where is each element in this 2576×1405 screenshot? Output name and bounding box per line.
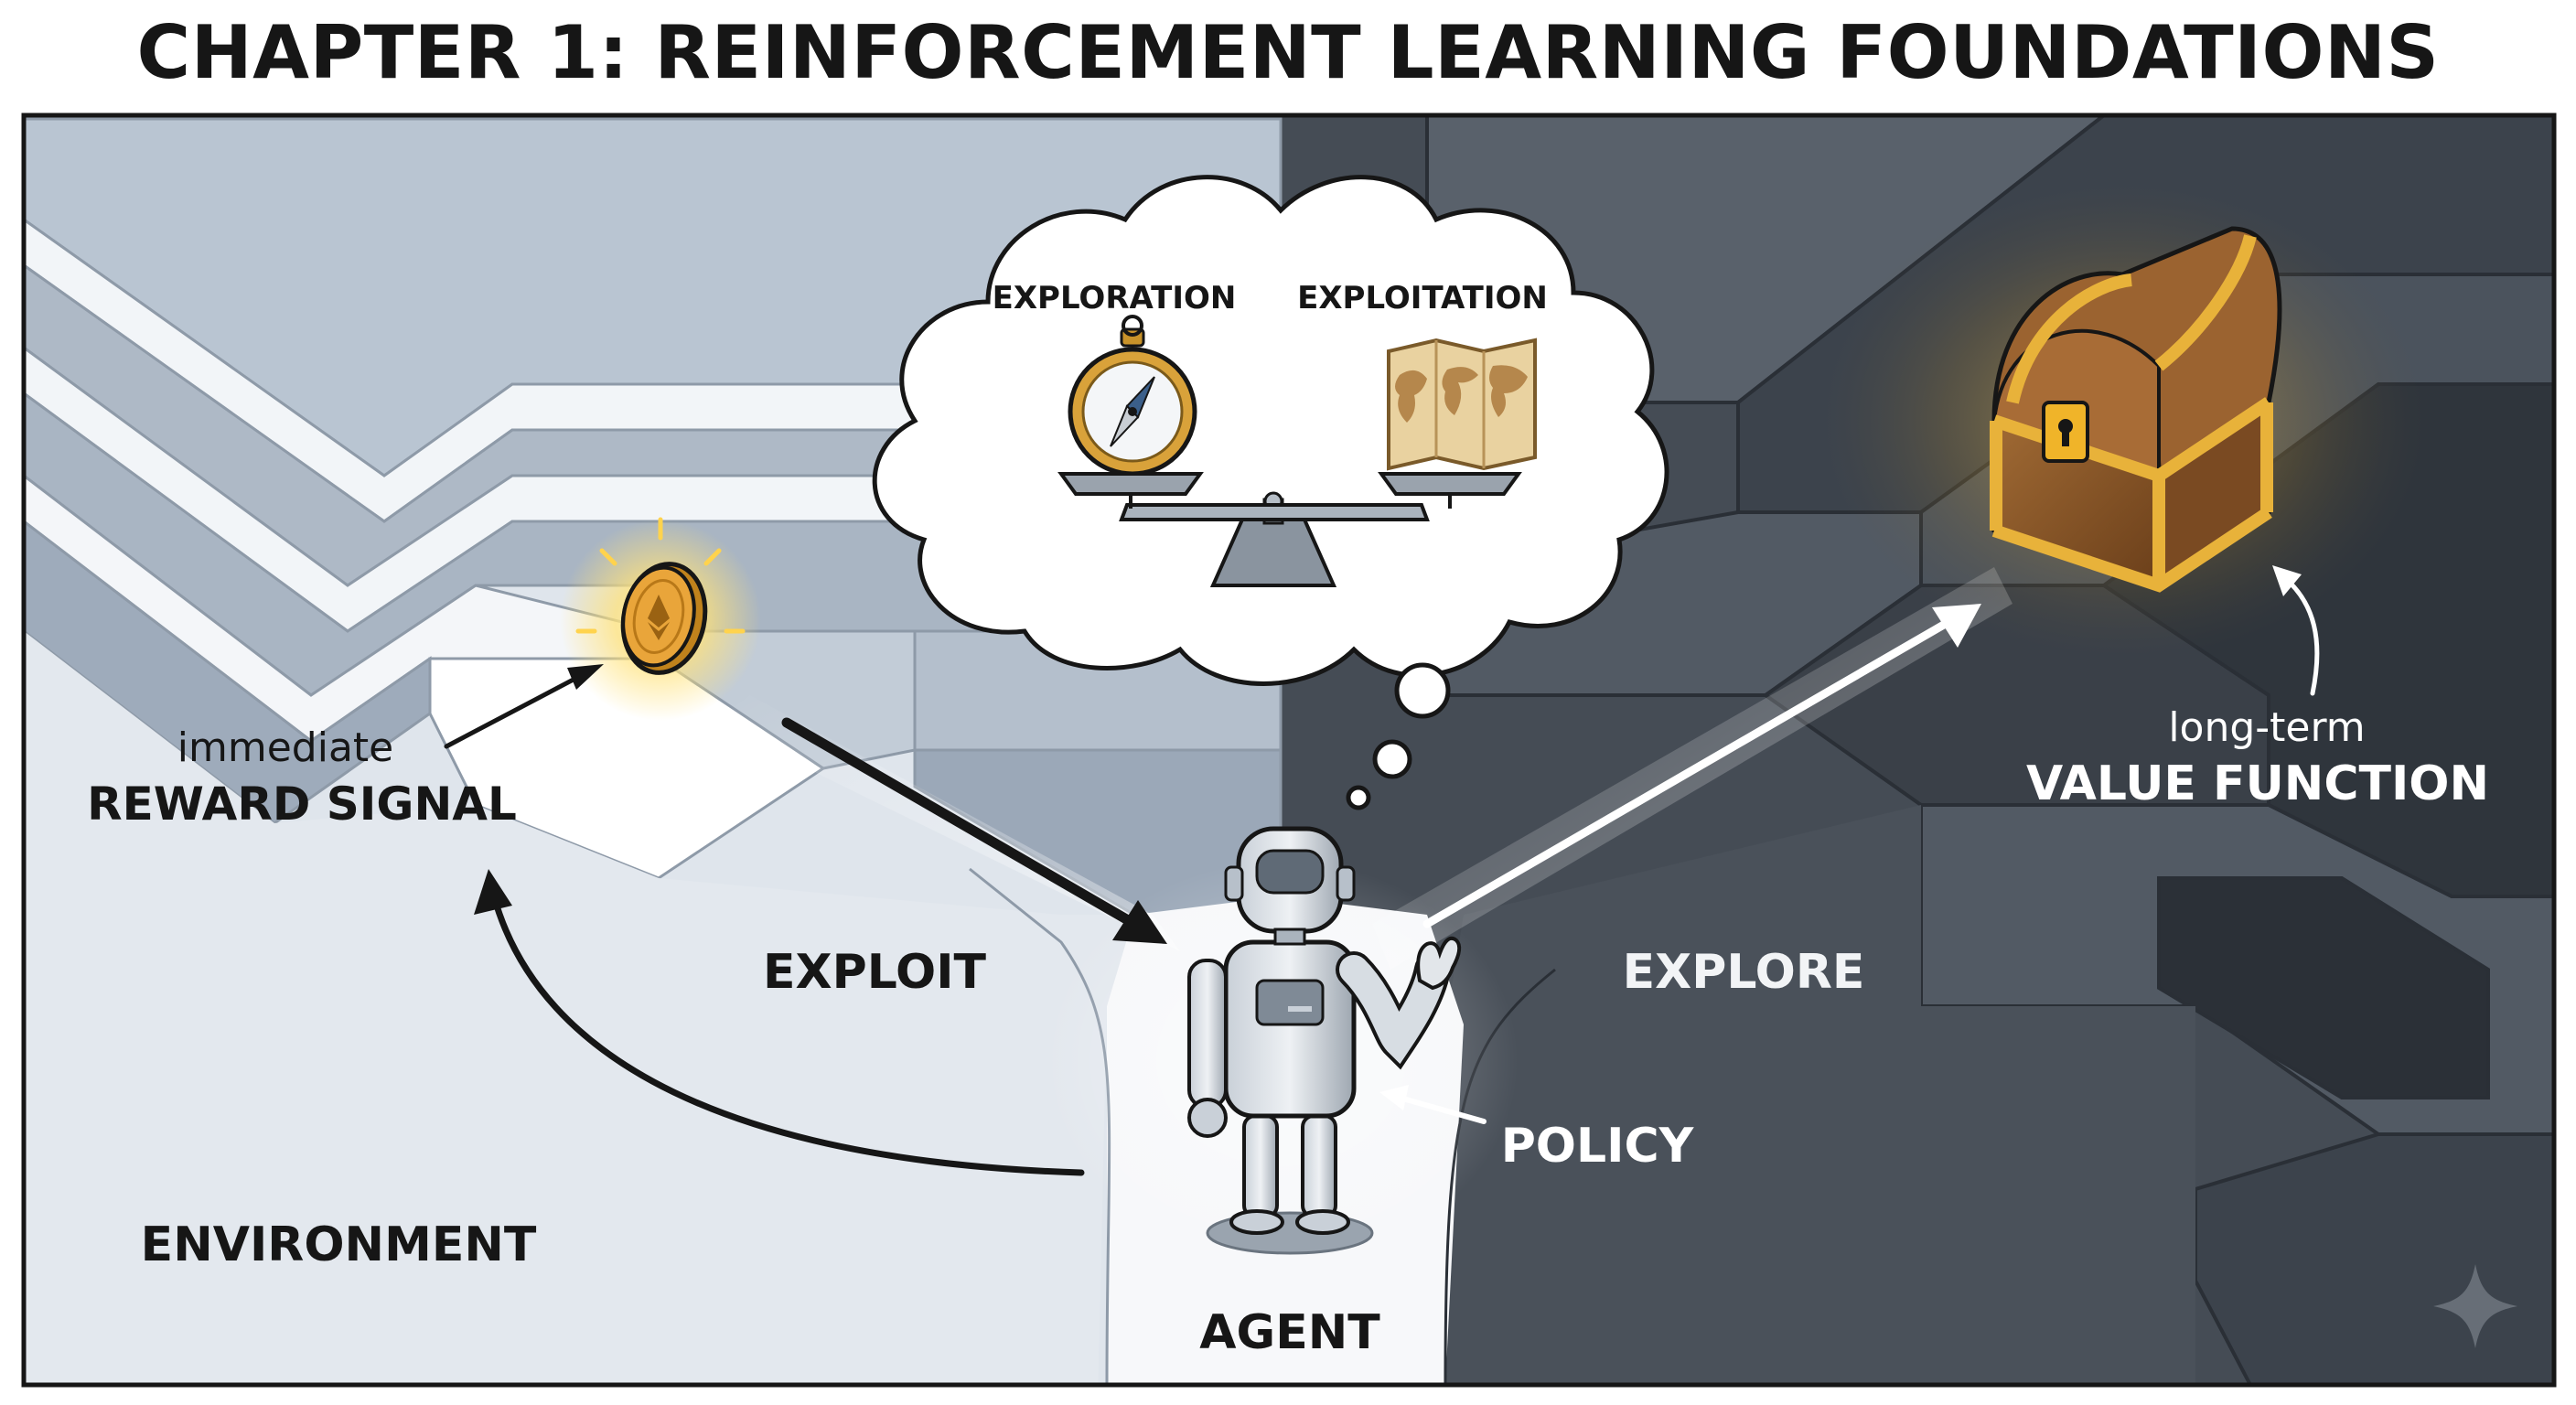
diagram-frame: [21, 113, 2557, 1388]
exploitation-label: EXPLOITATION: [1297, 280, 1548, 316]
gold-coin-icon: [560, 517, 761, 721]
thought-dot-large: [1394, 662, 1451, 719]
treasure-chest-icon: [1990, 226, 2282, 593]
reward-signal-label: REWARD SIGNAL: [87, 778, 517, 831]
value-pointer-arrow: [2272, 565, 2320, 696]
thought-dot-medium: [1372, 739, 1412, 779]
explore-label: EXPLORE: [1623, 945, 1865, 1000]
policy-pointer-arrow: [1379, 1085, 1487, 1124]
world-map-icon: [1387, 338, 1537, 471]
page-title: CHAPTER 1: REINFORCEMENT LEARNING FOUNDA…: [136, 10, 2440, 95]
thought-dot-small: [1346, 785, 1371, 810]
dark-floor: [1427, 805, 2195, 1385]
thought-bubble: EXPLORATION EXPLOITATION: [872, 175, 1669, 810]
balance-scale-icon: [1057, 472, 1522, 587]
exploration-label: EXPLORATION: [993, 280, 1237, 316]
value-function-label: VALUE FUNCTION: [2026, 756, 2489, 811]
agent-label: AGENT: [1199, 1305, 1380, 1360]
exploit-label: EXPLOIT: [763, 945, 987, 1000]
sparkle-icon: [2433, 1264, 2517, 1348]
light-floor: [24, 631, 1134, 1385]
policy-label: POLICY: [1501, 1119, 1695, 1174]
reward-prefix-label: immediate: [177, 724, 393, 771]
immediate-reward-pointer-arrow: [444, 664, 604, 749]
environment-label: ENVIRONMENT: [141, 1217, 537, 1272]
compass-icon: [1068, 315, 1197, 477]
robot-icon: [1187, 826, 1462, 1255]
explore-arrow: [1422, 604, 1981, 928]
exploit-arrow: [781, 717, 1167, 944]
reward-signal-arrow: [474, 869, 1085, 1176]
value-prefix-label: long-term: [2168, 704, 2365, 751]
